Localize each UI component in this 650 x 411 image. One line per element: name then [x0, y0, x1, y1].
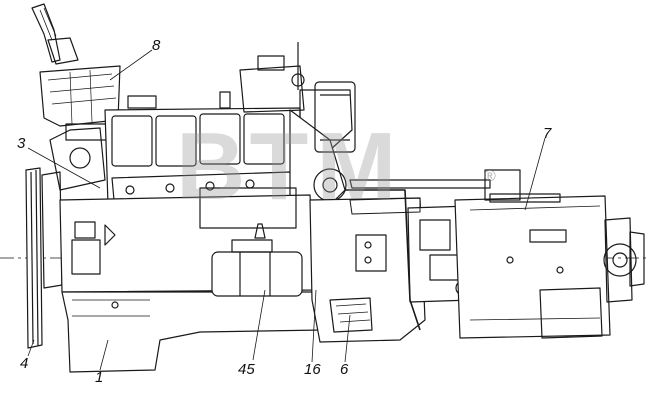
callout-4: 4 — [20, 355, 29, 372]
fan-shroud — [25, 167, 43, 349]
starter — [211, 223, 303, 297]
fuel-filters — [291, 42, 356, 153]
clutch-housing — [309, 197, 426, 343]
leader-lines — [27, 49, 546, 371]
callout-6: 6 — [340, 361, 349, 378]
gear-lever — [31, 3, 121, 141]
watermark-letters: ВТМ — [176, 113, 405, 220]
output-flange — [603, 217, 645, 303]
callout-45: 45 — [238, 361, 255, 378]
watermark-registered: ® — [484, 168, 496, 185]
callout-7: 7 — [543, 125, 552, 142]
cylinder-heads — [104, 91, 301, 206]
callout-3: 3 — [17, 135, 26, 152]
callout-16: 16 — [304, 361, 321, 378]
callout-1: 1 — [95, 369, 104, 386]
callout-8: 8 — [152, 37, 161, 54]
oil-pan — [61, 291, 323, 373]
gearbox — [349, 169, 611, 339]
